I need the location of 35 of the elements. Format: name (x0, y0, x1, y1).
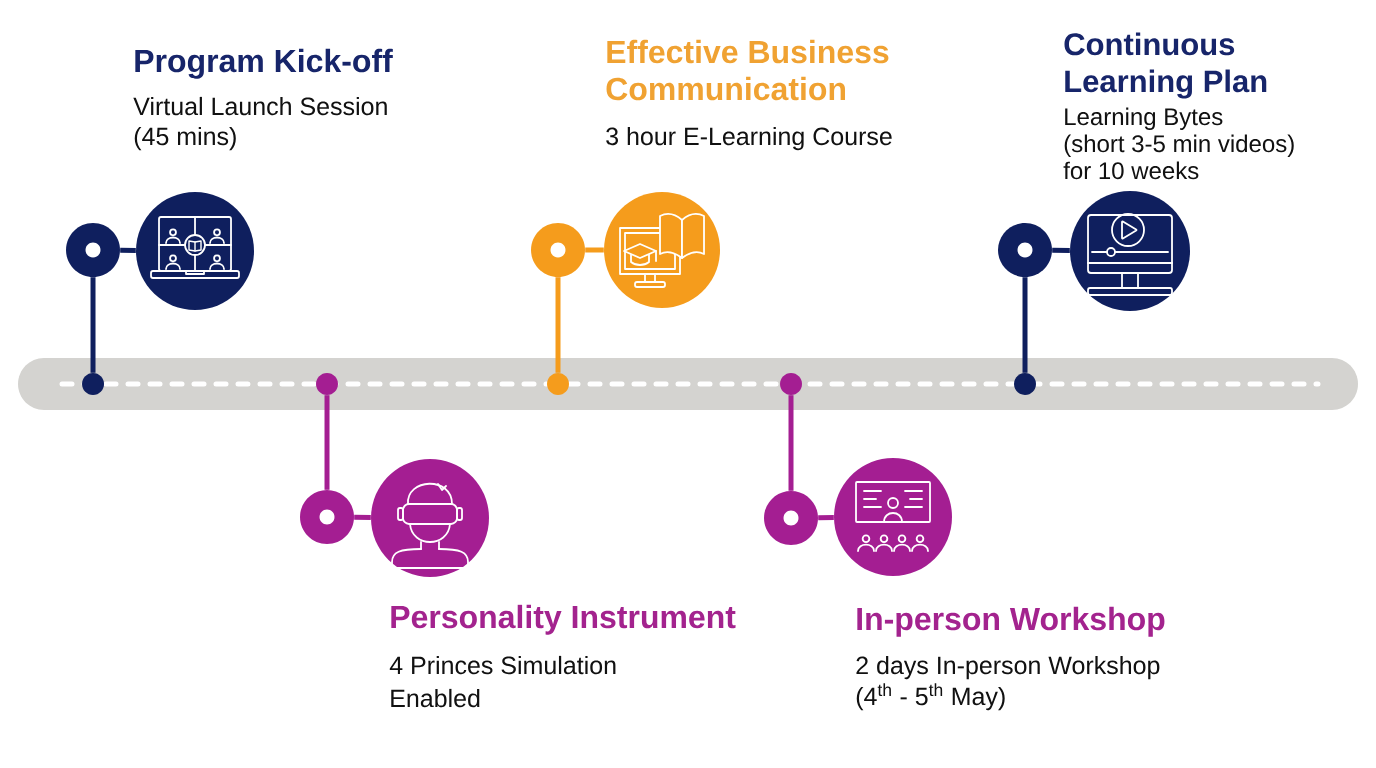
ring-marker (300, 490, 354, 544)
description: 2 days In-person Workshop (4$^{th}$ - 5$^{th}$ May) (856, 655, 1160, 711)
icon-circle (1070, 191, 1190, 311)
connector-line (324, 395, 330, 490)
timeline-dot (547, 373, 569, 395)
description: 4 Princes Simulation Enabled (389, 655, 616, 708)
icon-circle (834, 458, 952, 576)
connector-line (555, 277, 561, 373)
heading: Continuous Learning Plan (1064, 32, 1267, 99)
icon-circle (136, 192, 254, 310)
heading: Personality Instrument (391, 604, 736, 635)
connector-line (120, 247, 136, 253)
timeline-dot (316, 373, 338, 395)
connector-line (818, 515, 834, 521)
icon-circle (371, 459, 489, 577)
heading: Program Kick-off (135, 48, 393, 79)
timeline-dot (1014, 373, 1036, 395)
connector-line (1052, 247, 1070, 253)
description: Learning Bytes (short 3-5 min videos) for 10 weeks (1063, 107, 1294, 180)
description: Virtual Launch Session (45 mins) (133, 96, 387, 151)
description: 3 hour E-Learning Course (606, 126, 892, 151)
ring-marker (66, 223, 120, 277)
timeline-dot (82, 373, 104, 395)
timeline-bar (18, 358, 1358, 410)
connector-line (354, 514, 371, 520)
heading: Effective Business Communication (606, 39, 889, 101)
ring-marker (764, 491, 818, 545)
connector-line (585, 247, 604, 253)
timeline-dot (780, 373, 802, 395)
connector-line (90, 277, 96, 373)
connector-line (788, 395, 794, 491)
connector-line (1022, 277, 1028, 373)
heading: In-person Workshop (857, 606, 1165, 637)
ring-marker (531, 223, 585, 277)
ring-marker (998, 223, 1052, 277)
